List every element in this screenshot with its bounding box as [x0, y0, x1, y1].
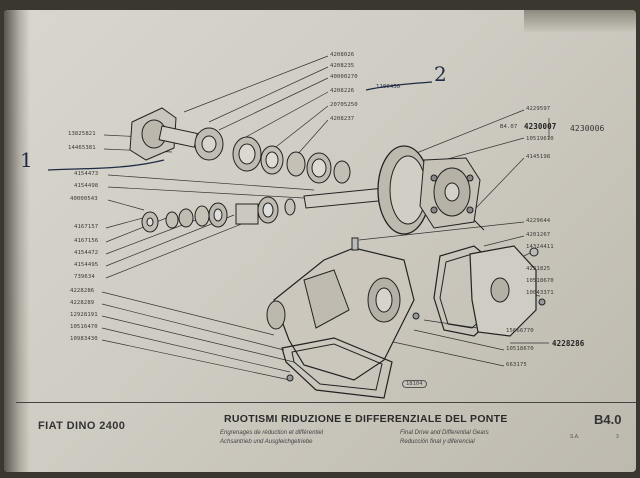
part-number: 14465381	[68, 145, 96, 151]
page-shadow	[4, 10, 30, 472]
part-number: 4145198	[526, 154, 551, 160]
sub-label: S.A.	[570, 434, 580, 440]
part-number: 4208235	[330, 63, 355, 69]
part-number: 4201267	[526, 232, 551, 238]
part-number: 10043371	[526, 290, 554, 296]
part-number: 4154473	[74, 171, 99, 177]
footer-rule	[16, 402, 636, 465]
part-number: 10983430	[70, 336, 98, 342]
part-number: 4154472	[74, 250, 99, 256]
part-number: 4230007	[524, 122, 557, 131]
lang-spanish: Reducción final y diferencial	[400, 439, 475, 445]
part-number: 10516470	[70, 324, 98, 330]
part-number: 15666770	[506, 328, 534, 334]
part-number: 4228289	[70, 300, 95, 306]
part-number: 40000270	[330, 74, 358, 80]
handwritten-2: 2	[434, 62, 447, 86]
part-number: 4228286	[552, 339, 585, 348]
part-number: 4154495	[74, 262, 99, 268]
page-code: B4.0	[594, 412, 622, 427]
part-number: 14324411	[526, 244, 554, 250]
binder-edge	[524, 10, 636, 32]
part-number: 10518670	[506, 346, 534, 352]
handwritten-scribble: 1100450	[376, 84, 401, 90]
lang-english: Final Drive and Differential Gears	[400, 430, 489, 436]
lang-german: Achsantrieb und Ausgleichgetriebe	[220, 439, 313, 445]
figure-number: 18104	[402, 380, 427, 388]
part-number: 4167157	[74, 224, 99, 230]
section-title: RUOTISMI RIDUZIONE E DIFFERENZIALE DEL P…	[224, 413, 508, 425]
part-number: 4208237	[330, 116, 355, 122]
part-number: 10518670	[526, 278, 554, 284]
part-number: 663175	[506, 362, 527, 368]
part-number: 10519670	[526, 136, 554, 142]
sub-label: 3	[616, 434, 619, 440]
exploded-diagram	[47, 55, 550, 399]
handwritten-1: 1	[20, 148, 33, 172]
part-number: 4229597	[526, 106, 551, 112]
part-number: 12928191	[70, 312, 98, 318]
part-number: 13825821	[68, 131, 96, 137]
part-number: 4167156	[74, 238, 99, 244]
lang-french: Engrenages de réduction et différentiel	[220, 430, 324, 436]
model-name: FIAT DINO 2400	[38, 420, 126, 432]
part-number: 4231825	[526, 266, 551, 272]
part-number: 4208026	[330, 52, 355, 58]
part-number: 4229644	[526, 218, 551, 224]
part-number: 20705250	[330, 102, 358, 108]
part-number: 739634	[74, 274, 95, 280]
part-number: 4230006	[570, 124, 605, 133]
part-number: B4.07	[500, 124, 518, 130]
part-number: 40000543	[70, 196, 98, 202]
part-number: 4228286	[70, 288, 95, 294]
catalog-page: 4208026 4208235 40000270 4208226 2070525…	[4, 10, 636, 472]
part-number: 4154498	[74, 183, 99, 189]
part-number: 4208226	[330, 88, 355, 94]
